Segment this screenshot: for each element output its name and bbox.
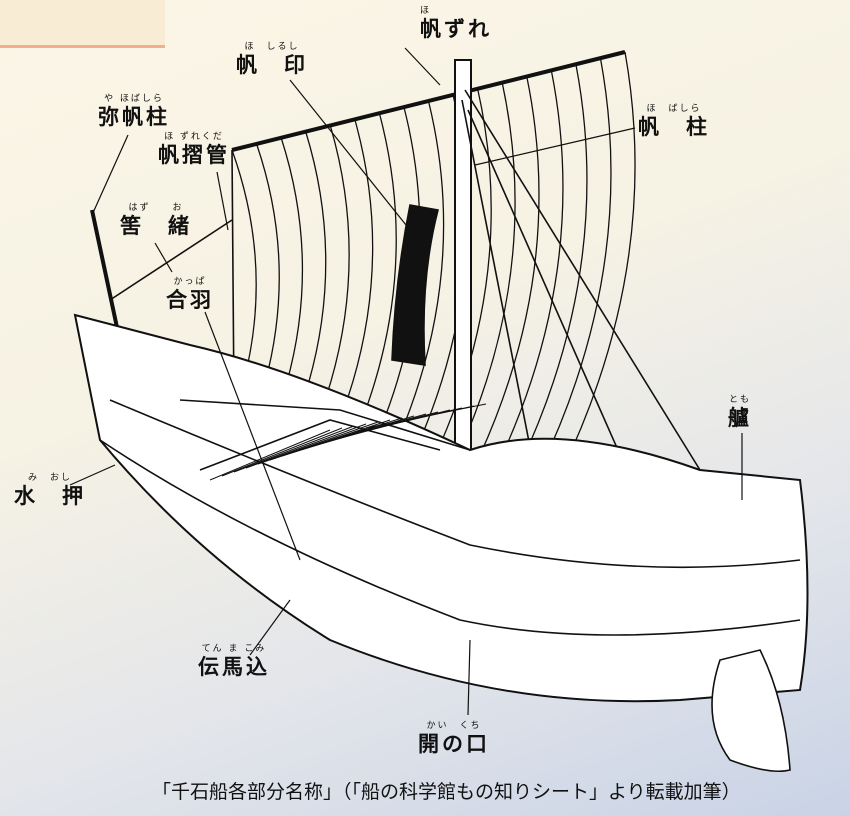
ruby: み おし (27, 473, 72, 483)
label-hazuo: はず お 筈 緒 (120, 203, 192, 238)
sail-seam (279, 137, 304, 406)
paper-tab (0, 0, 165, 48)
ruby: ほ (420, 6, 432, 16)
deck-plank (221, 427, 343, 477)
label-hozurekuda: ほ ずれくだ 帆摺管 (158, 132, 230, 167)
sail-seam (459, 82, 516, 451)
stay (464, 89, 701, 471)
label-kainokuchi: かい くち 開の口 (418, 721, 490, 756)
label-tenmakomi: てん ま こみ 伝馬込 (198, 644, 270, 679)
sail-seam (479, 76, 540, 456)
ruby: とも (728, 395, 751, 405)
ruby: や ほばしら (104, 94, 164, 104)
label-tomo: とも 艫 (728, 395, 752, 430)
sail-seam (359, 113, 397, 426)
label-mioshi: み おし 水 押 (14, 473, 86, 508)
sail-seam (499, 70, 564, 461)
sail-seam (519, 64, 588, 466)
label-text: 弥帆柱 (98, 104, 170, 129)
sail-seam (255, 143, 280, 401)
label-text: 艫 (728, 405, 752, 430)
deck-plank (209, 429, 331, 481)
label-hoshirushi: ほ しるし 帆 印 (236, 42, 308, 77)
label-yahobashira: や ほばしら 弥帆柱 (98, 94, 170, 129)
hull (73, 313, 809, 703)
ruby: ほ ずれくだ (164, 132, 224, 142)
label-hozure: ほ 帆ずれ (420, 6, 492, 41)
rudder (711, 649, 791, 773)
ruby: てん ま こみ (201, 644, 267, 654)
ruby: ほ しるし (244, 42, 300, 52)
sail-seam (299, 131, 327, 411)
label-text: 筈 緒 (120, 213, 192, 238)
deck-plank (245, 423, 367, 469)
label-text: 帆 印 (236, 52, 308, 77)
sail-seam (539, 58, 612, 471)
label-text: 開の口 (418, 731, 490, 756)
figure-caption: 「千石船各部分名称」（「船の科学館もの知りシート」より転載加筆） (152, 781, 741, 803)
sail-seam (399, 100, 445, 436)
ruby: かっぱ (173, 277, 207, 287)
sail-seam (339, 119, 374, 421)
sail-seam (559, 51, 636, 476)
sail-mark (391, 204, 439, 366)
label-text: 伝馬込 (198, 654, 270, 679)
label-text: 帆 柱 (638, 114, 710, 139)
label-text: 合羽 (166, 287, 214, 312)
leader-lines (69, 47, 743, 716)
ruby: かい くち (426, 721, 482, 731)
label-kappa: かっぱ 合羽 (166, 277, 214, 312)
ruby: ほ ばしら (646, 104, 702, 114)
ruby: はず お (128, 203, 184, 213)
label-text: 帆ずれ (420, 16, 492, 41)
deck-plank (365, 403, 487, 429)
label-text: 帆摺管 (158, 142, 230, 167)
deck-plank (233, 425, 355, 473)
label-hobashira: ほ ばしら 帆 柱 (638, 104, 710, 139)
label-text: 水 押 (14, 483, 86, 508)
sail-seam (319, 125, 350, 416)
